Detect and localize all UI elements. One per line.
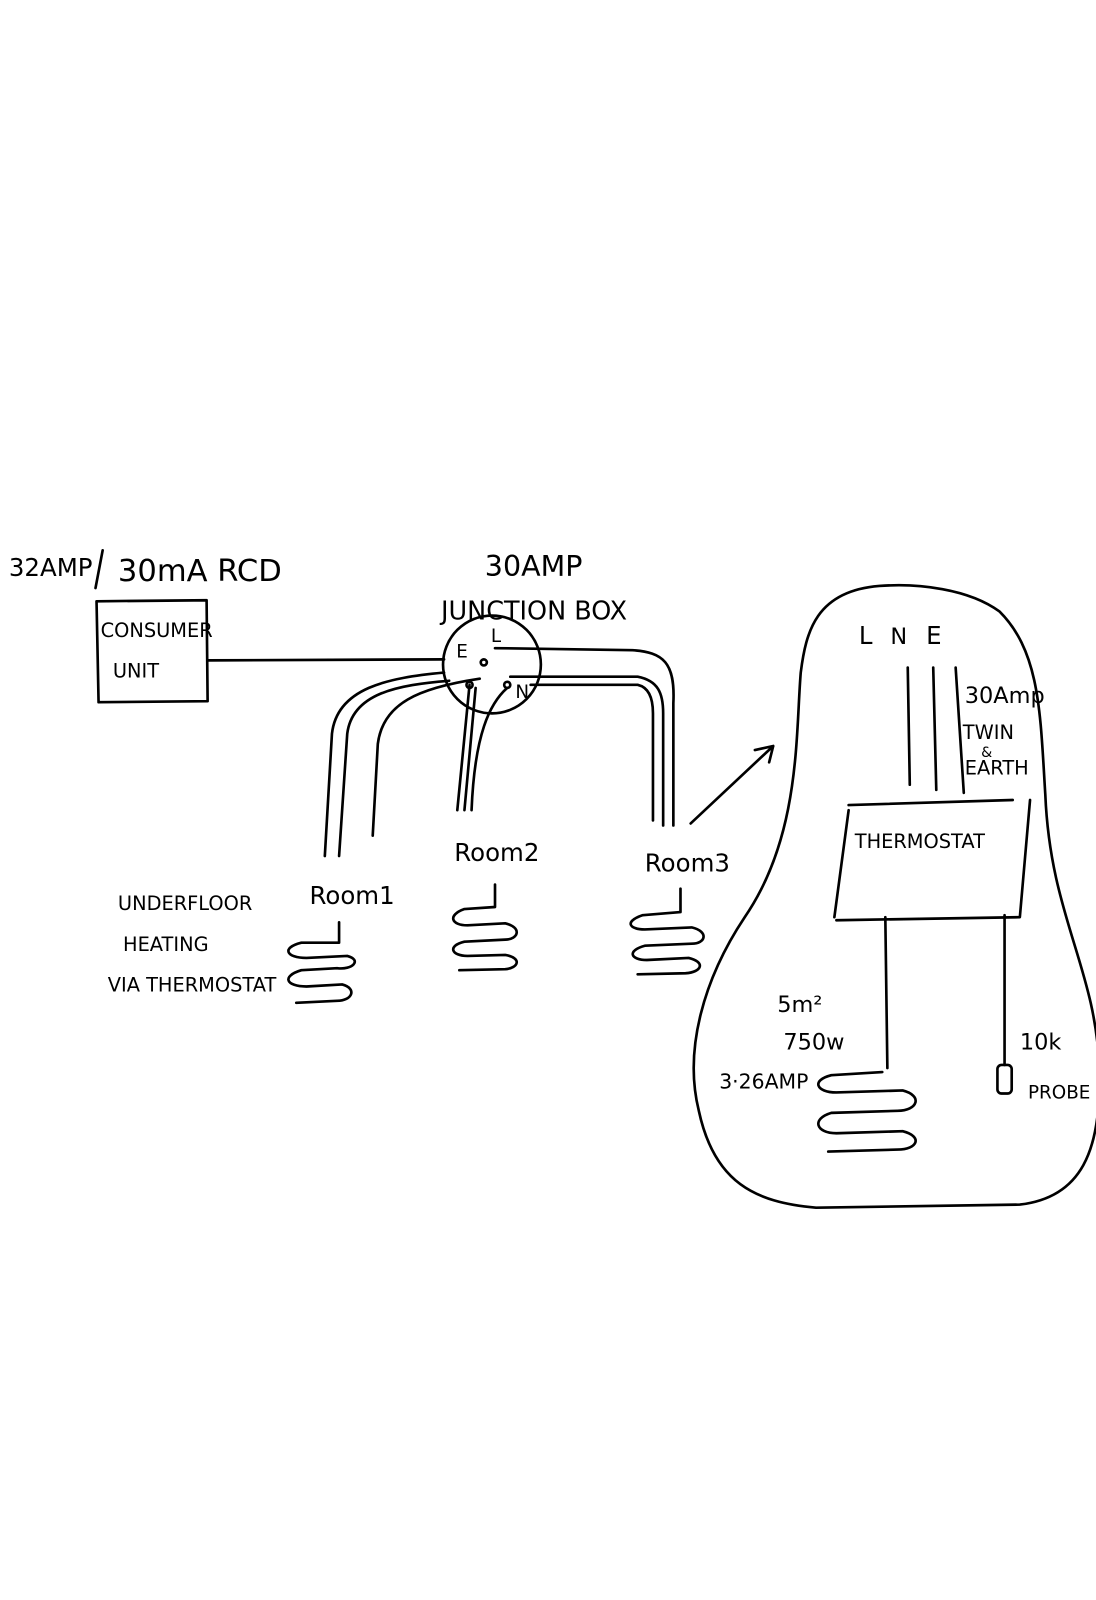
detail-terminal-l: L: [859, 621, 873, 650]
heating-coil-icon: [452, 883, 518, 972]
supply-cable: [207, 658, 446, 662]
terminal-n: N: [515, 682, 529, 703]
room-1: Room1: [287, 881, 395, 1005]
room-2-label: Room2: [454, 838, 539, 867]
consumer-unit: 32AMP 30mA RCD CONSUMER UNIT: [9, 548, 282, 704]
caption-line1: UNDERFLOOR: [118, 892, 252, 915]
area-label: 5m²: [777, 992, 822, 1018]
current-label: 3·26AMP: [719, 1069, 808, 1093]
probe-rating: 10k: [1020, 1030, 1062, 1056]
terminal-e: E: [456, 641, 468, 662]
cable-ampersand: &: [981, 745, 992, 761]
consumer-unit-label-line2: UNIT: [113, 660, 159, 683]
detail-outline: [692, 583, 1096, 1209]
consumer-unit-rating: 32AMP: [9, 553, 93, 582]
room-2: Room2: [452, 838, 539, 972]
heating-coil-icon: [287, 920, 357, 1005]
slash-divider: [94, 548, 104, 590]
caption-line2: HEATING: [123, 933, 209, 956]
room-3-label: Room3: [645, 848, 730, 877]
heating-coil-icon: [629, 887, 705, 976]
detail-terminal-e: E: [926, 621, 941, 650]
detail-terminal-n: N: [890, 624, 907, 650]
cable-rating: 30Amp: [965, 683, 1045, 709]
cable-twin: TWIN: [962, 721, 1014, 744]
room-3: Room3: [629, 744, 775, 976]
terminal-l: L: [491, 626, 502, 647]
cable-earth: EARTH: [965, 757, 1029, 780]
arrow-icon: [689, 744, 775, 825]
junction-box-circle: [441, 614, 543, 715]
power-label: 750w: [783, 1030, 844, 1056]
junction-box-rating: 30AMP: [485, 550, 583, 583]
consumer-unit-box: [95, 598, 209, 704]
rcd-label: 30mA RCD: [118, 554, 282, 589]
caption-line3: VIA THERMOSTAT: [108, 974, 277, 997]
probe-label: PROBE: [1028, 1083, 1090, 1104]
junction-box: 30AMP JUNCTION BOX E L N: [439, 550, 627, 715]
thermostat-box: [833, 798, 1032, 922]
thermostat-label: THERMOSTAT: [854, 830, 985, 853]
heating-coil-icon: [817, 1070, 917, 1153]
consumer-unit-label-line1: CONSUMER: [101, 619, 213, 642]
thermostat-detail: L N E 30Amp TWIN & EARTH THERMOSTAT 5m² …: [692, 583, 1096, 1209]
room-cables: [323, 646, 675, 858]
room-1-label: Room1: [310, 881, 395, 910]
probe-icon: [996, 1063, 1014, 1095]
